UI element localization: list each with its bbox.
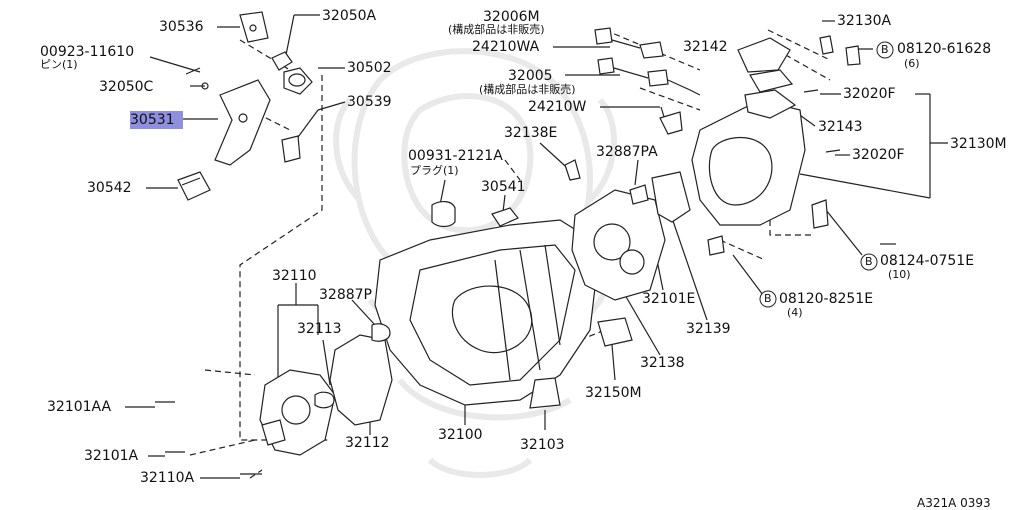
qty-6: (6) [904,57,920,70]
label-30502[interactable]: 30502 [347,60,392,76]
label-32150M[interactable]: 32150M [585,385,642,401]
diagram-code: A321A 0393 [917,496,991,510]
label-30542[interactable]: 30542 [87,180,132,196]
label-08124-0751E[interactable]: 08124-0751E [880,253,975,269]
label-32101E[interactable]: 32101E [642,291,696,307]
note-plug-qty: プラグ(1) [410,164,459,177]
label-32112[interactable]: 32112 [345,435,390,451]
label-30541[interactable]: 30541 [481,179,526,195]
label-32138E[interactable]: 32138E [504,125,558,141]
label-00923-11610[interactable]: 00923-11610 [40,44,135,60]
label-32887P[interactable]: 32887P [319,287,372,303]
bolt-b-mark-label-3: B [764,292,772,305]
note-32005-not-sold: (構成部品は非販売) [479,83,576,96]
note-pin-qty: ピン(1) [40,58,78,71]
label-32006M[interactable]: 32006M [483,9,540,25]
bottom-parts [529,243,896,409]
label-32887PA[interactable]: 32887PA [596,144,658,160]
label-32142[interactable]: 32142 [683,39,728,55]
label-32005[interactable]: 32005 [508,68,553,84]
label-32101AA[interactable]: 32101AA [47,399,112,415]
label-32020F-lower[interactable]: 32020F [852,147,905,163]
rear-extension-housing [691,35,861,256]
note-32006M-not-sold: (構成部品は非販売) [448,23,545,36]
label-00931-2121A[interactable]: 00931-2121A [408,148,503,164]
adapter-plate [571,171,691,301]
label-32143[interactable]: 32143 [818,119,863,135]
label-32130M[interactable]: 32130M [950,136,1007,152]
label-32139[interactable]: 32139 [686,321,731,337]
label-30539[interactable]: 30539 [347,94,392,110]
label-30531-highlighted[interactable]: 30531 [130,111,183,129]
label-32110A[interactable]: 32110A [140,470,195,486]
label-32138[interactable]: 32138 [640,355,685,371]
label-32110[interactable]: 32110 [272,268,317,284]
label-32020F-upper[interactable]: 32020F [843,86,896,102]
shift-parts-group [177,11,313,201]
label-08120-8251E[interactable]: 08120-8251E [779,291,874,307]
bolt-b-mark-label-1: B [881,43,889,56]
label-32100[interactable]: 32100 [438,427,483,443]
label-24210WA[interactable]: 24210WA [472,39,540,55]
label-08120-61628[interactable]: 08120-61628 [897,41,992,57]
label-32050A[interactable]: 32050A [322,8,377,24]
sensor-switches [564,27,701,181]
transmission-case [374,201,601,406]
qty-4: (4) [787,306,803,319]
bolt-b-mark-icon [759,41,894,308]
front-cover [155,323,393,475]
label-32101A[interactable]: 32101A [84,448,139,464]
label-32113[interactable]: 32113 [297,321,342,337]
label-32130A[interactable]: 32130A [837,13,892,29]
label-32050C[interactable]: 32050C [99,79,154,95]
label-30536[interactable]: 30536 [159,19,204,35]
bolt-b-mark-label-2: B [865,255,873,268]
qty-10: (10) [888,268,911,281]
label-32103[interactable]: 32103 [520,437,565,453]
label-24210W[interactable]: 24210W [528,99,587,115]
